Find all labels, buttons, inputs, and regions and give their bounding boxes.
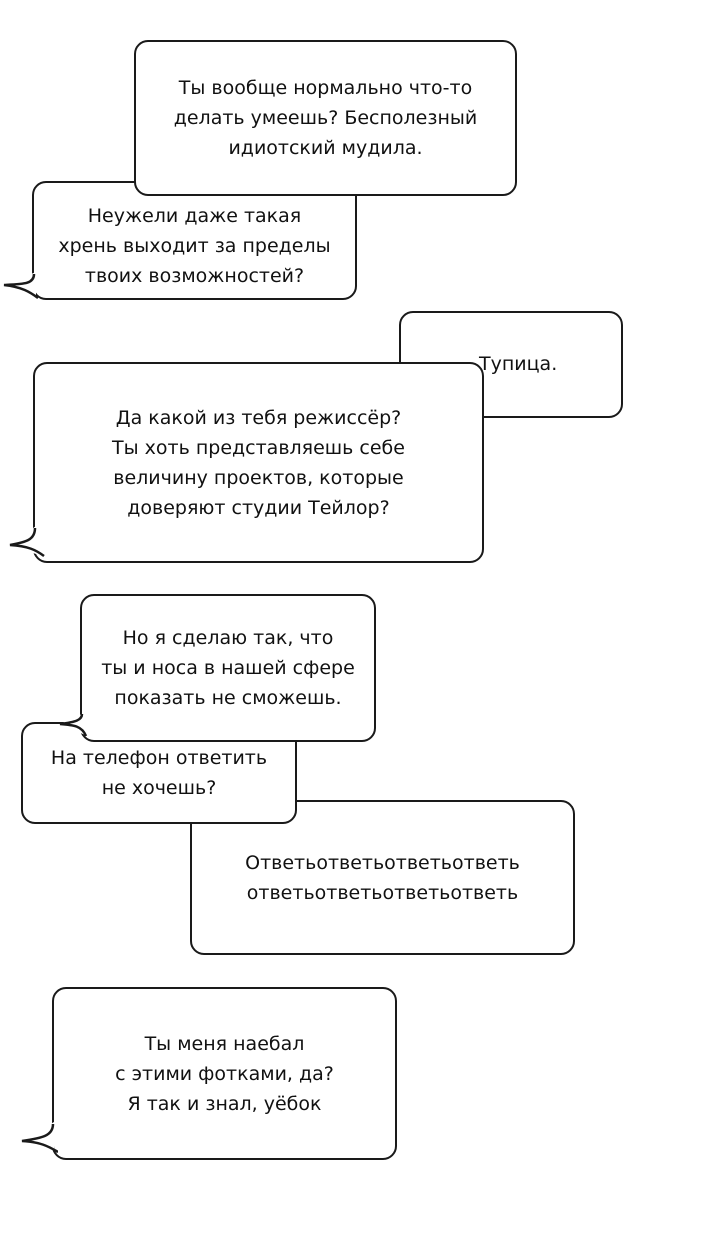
speech-bubble-2-text: Неужели даже такая хрень выходит за пред…	[58, 205, 331, 287]
speech-bubble-1-text: Ты вообще нормально что-то делать умеешь…	[173, 77, 478, 159]
speech-bubble-8-text: Ты меня наебал с этими фотками, да? Я та…	[115, 1032, 334, 1115]
speech-bubble-5-text: Но я сделаю так, что ты и носа в нашей с…	[101, 627, 355, 709]
bubble-2-tail	[3, 272, 39, 300]
speech-bubble-5: Но я сделаю так, что ты и носа в нашей с…	[80, 594, 376, 742]
bubble-5-tail	[59, 712, 92, 738]
speech-bubble-2: Неужели даже такая хрень выходит за пред…	[32, 181, 357, 300]
speech-bubble-3-text: Тупица.	[479, 353, 558, 375]
speech-bubble-7: Ответьответьответьответь ответьответьотв…	[190, 800, 575, 955]
bubble-8-tail	[21, 1122, 58, 1154]
speech-bubble-1: Ты вообще нормально что-то делать умеешь…	[134, 40, 517, 196]
speech-bubble-8: Ты меня наебал с этими фотками, да? Я та…	[52, 987, 397, 1160]
speech-bubble-6-text: На телефон ответить не хочешь?	[50, 747, 268, 799]
bubble-4-tail	[9, 526, 45, 558]
speech-bubble-7-text: Ответьответьответьответь ответьответьотв…	[245, 851, 520, 904]
speech-bubble-4-text: Да какой из тебя режиссёр? Ты хоть предс…	[112, 406, 405, 519]
speech-bubble-4: Да какой из тебя режиссёр? Ты хоть предс…	[33, 362, 484, 563]
